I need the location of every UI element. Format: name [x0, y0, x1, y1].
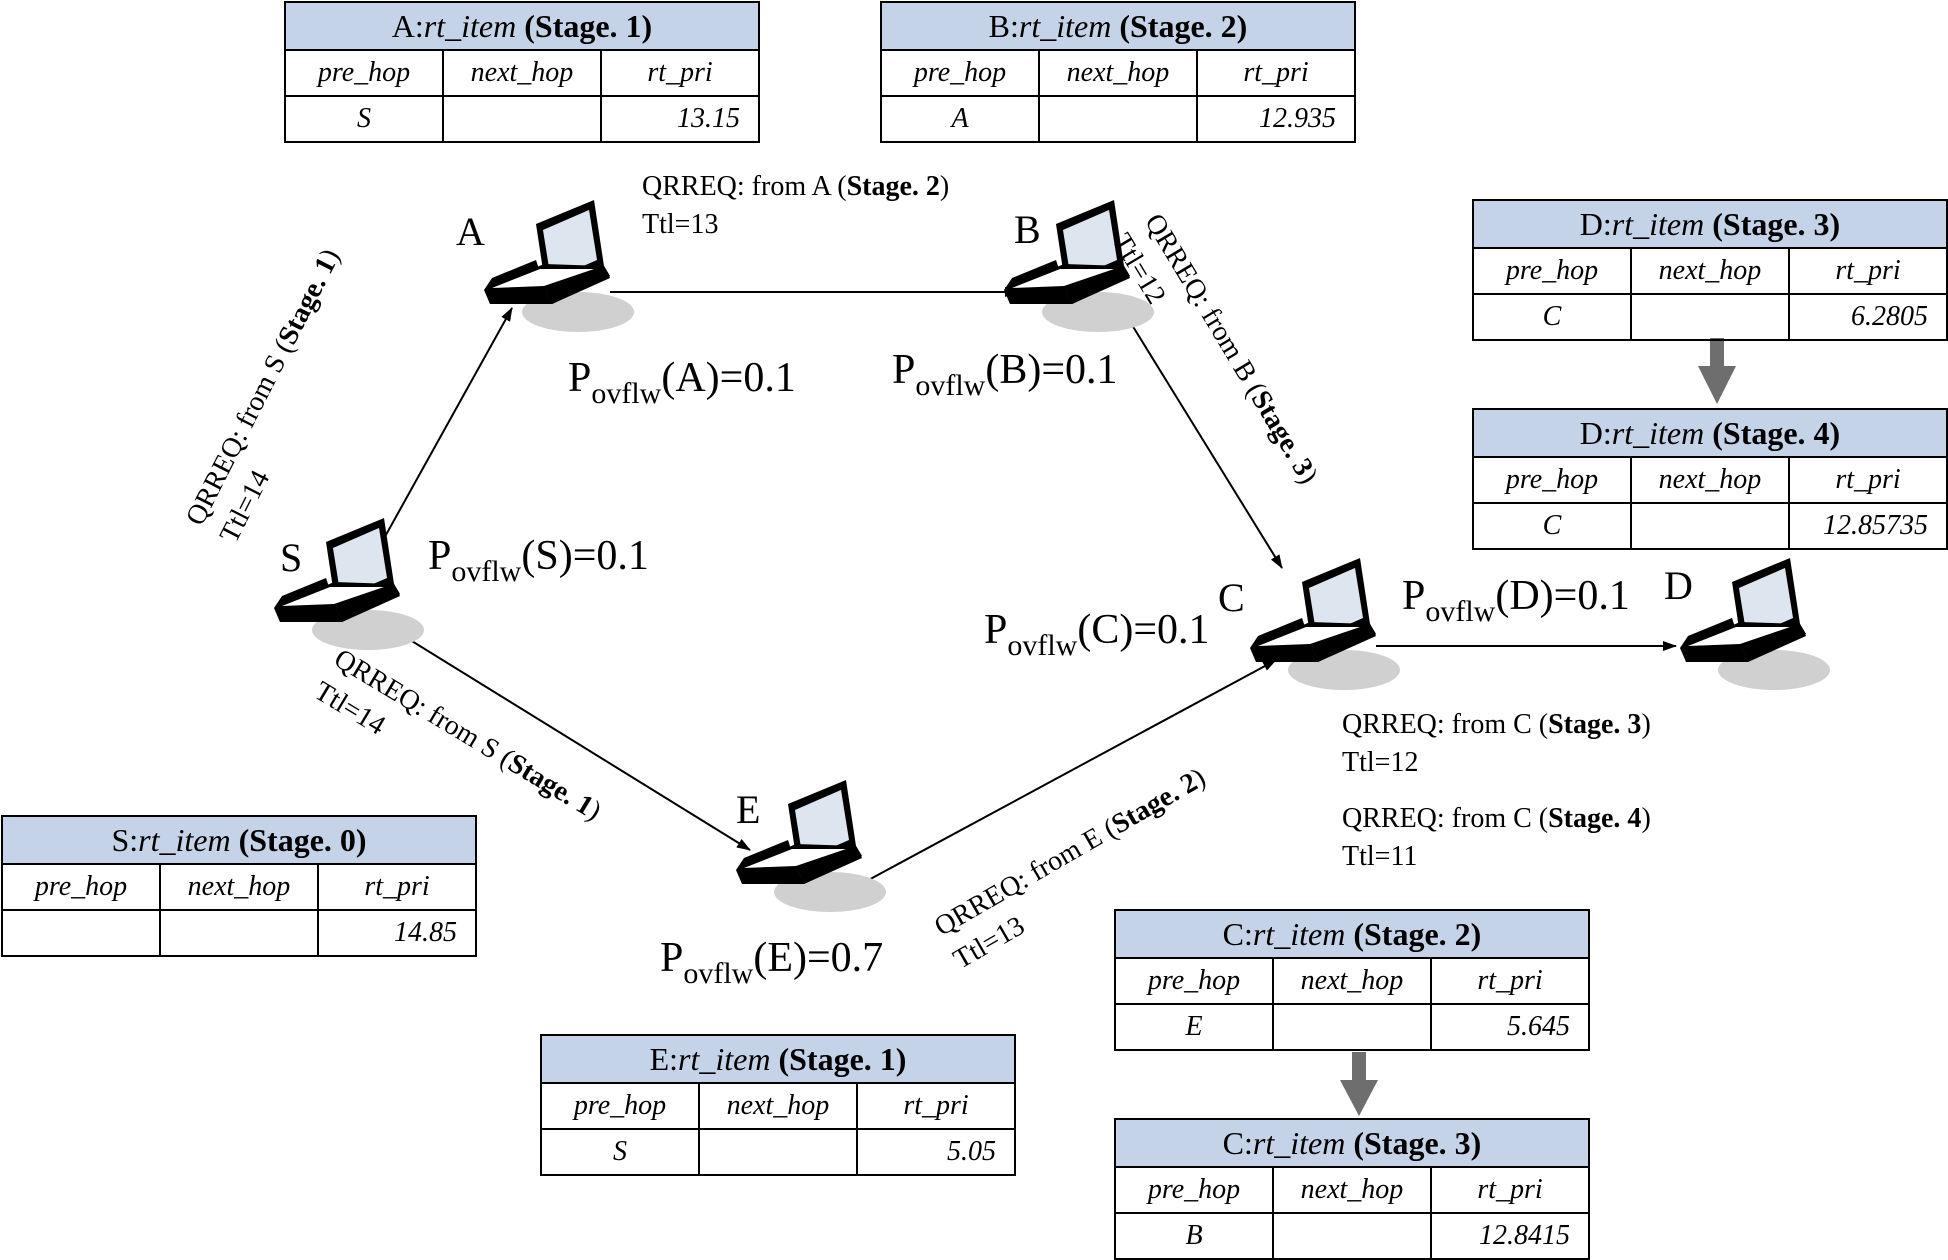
pov-label-c: Povflw(C)=0.1 — [984, 607, 1210, 662]
pov-label-e: Povflw(E)=0.7 — [660, 935, 884, 990]
msg-label-a-b: QRREQ: from A (Stage. 2) Ttl=13 — [642, 171, 950, 240]
stage-arrow-c — [1340, 1052, 1378, 1116]
node-label-b: B — [1014, 207, 1041, 252]
pov-label-a: Povflw(A)=0.1 — [568, 355, 796, 410]
node-label-a: A — [456, 209, 485, 254]
node-label-e: E — [736, 787, 761, 832]
laptop-icon-a — [484, 200, 634, 332]
edge-s-a — [371, 307, 513, 561]
pov-label-b: Povflw(B)=0.1 — [892, 347, 1118, 402]
node-label-c: C — [1218, 575, 1245, 620]
msg-label-c-d-stage4: QRREQ: from C (Stage. 4) Ttl=11 — [1342, 803, 1651, 872]
pov-label-s: Povflw(S)=0.1 — [428, 533, 649, 588]
laptop-icon-d — [1680, 558, 1830, 690]
node-label-d: D — [1664, 563, 1693, 608]
edge-s-e — [393, 629, 751, 851]
msg-label-c-d-stage3: QRREQ: from C (Stage. 3) Ttl=12 — [1342, 709, 1651, 778]
edge-b-c — [1123, 311, 1283, 569]
stage-arrow-d — [1698, 338, 1736, 404]
pov-label-d: Povflw(D)=0.1 — [1402, 573, 1630, 628]
node-label-s: S — [280, 535, 303, 580]
edge-e-c — [849, 659, 1277, 891]
